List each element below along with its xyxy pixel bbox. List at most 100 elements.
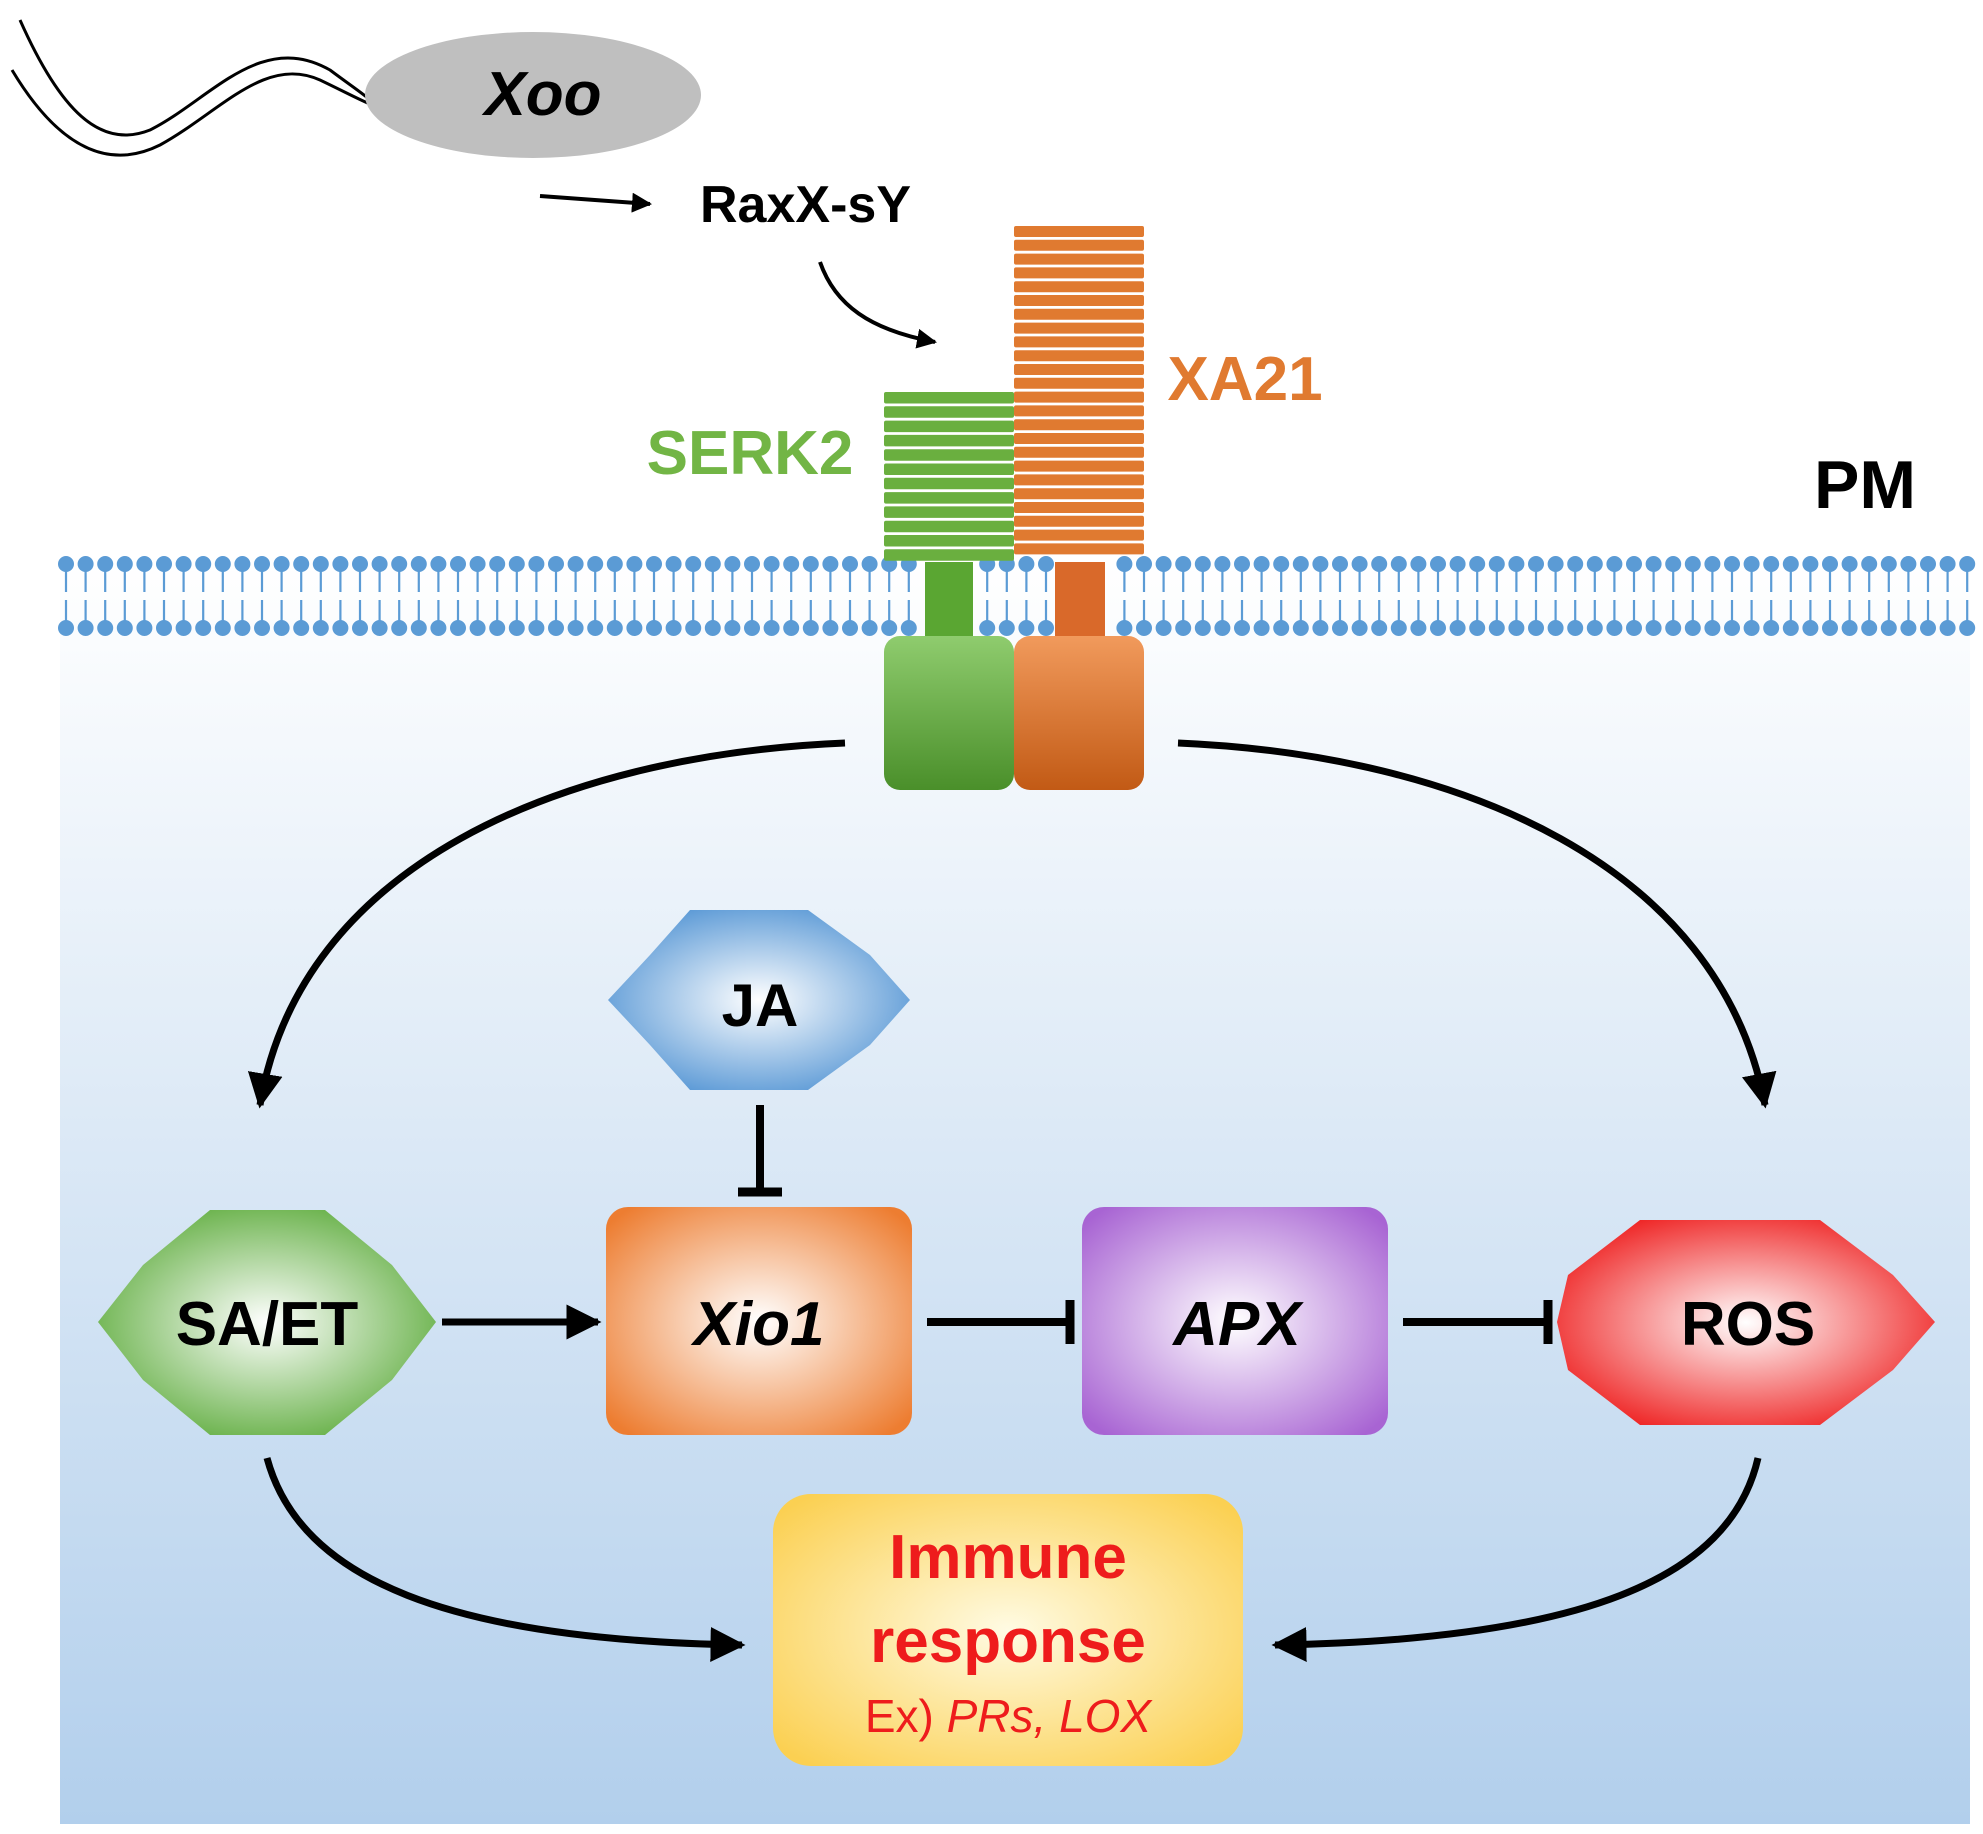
lipid-head-bottom [567, 620, 584, 636]
lipid-head-top [822, 556, 839, 572]
lipid-head-top [567, 556, 584, 572]
lipid-head-top [1743, 556, 1760, 572]
lipid-head-bottom [528, 620, 545, 636]
lipid-head-top [685, 556, 702, 572]
lipid-head-top [195, 556, 212, 572]
lipid-head-top [1626, 556, 1642, 572]
lipid-head-bottom [391, 620, 408, 636]
lipid-head-bottom [1234, 620, 1250, 636]
xa21-lrr-stripe [1014, 502, 1144, 513]
lipid-head-top [1351, 556, 1368, 572]
lipid-head-bottom [881, 620, 898, 636]
lipid-head-bottom [1312, 620, 1329, 636]
lipid-head-bottom [548, 620, 564, 636]
xa21-lrr-stripe [1014, 364, 1144, 375]
lipid-head-bottom [724, 620, 741, 636]
xa21-lrr-stripe [1014, 253, 1144, 265]
lipid-head-bottom [1743, 620, 1760, 636]
lipid-head-top [1155, 556, 1172, 572]
lipid-head-bottom [489, 620, 506, 636]
lipid-head-bottom [1214, 620, 1231, 636]
lipid-head-top [1822, 556, 1838, 572]
lipid-head-top [1038, 556, 1054, 572]
apx-node [1082, 1207, 1388, 1435]
immune-response-node [773, 1494, 1243, 1766]
lipid-head-bottom [1822, 620, 1838, 636]
flagellum-line-1 [18, 19, 372, 137]
lipid-head-top [1175, 556, 1192, 572]
xa21-lrr-stripe [1014, 336, 1144, 348]
serk2-lrr-stripe [884, 506, 1014, 518]
lipid-head-top [1273, 556, 1290, 572]
lipid-head-top [783, 556, 800, 572]
saet-label: SA/ET [176, 1290, 359, 1359]
lipid-head-top [1371, 556, 1388, 572]
lipid-head-top [450, 556, 466, 572]
lipid-head-top [1410, 556, 1427, 572]
lipid-head-top [1253, 556, 1270, 572]
serk2-extracellular-domain [884, 392, 1014, 561]
lipid-head-top [1900, 556, 1917, 572]
immune-examples-prefix: Ex) [865, 1690, 947, 1742]
lipid-head-bottom [606, 620, 623, 636]
lipid-head-top [508, 556, 525, 572]
lipid-head-top [1802, 556, 1819, 572]
secretion-arrow [539, 192, 652, 213]
lipid-head-bottom [822, 620, 839, 636]
xa21-lrr-stripe [1014, 295, 1144, 306]
lipid-head-top [1234, 556, 1250, 572]
lipid-head-top [410, 556, 427, 572]
lipid-head-top [391, 556, 408, 572]
lipid-head-top [234, 556, 251, 572]
serk2-label: SERK2 [647, 419, 854, 488]
lipid-head-bottom [175, 620, 192, 636]
serk2-lrr-stripe [884, 420, 1014, 433]
lipid-head-top [1528, 556, 1544, 572]
lipid-head-bottom [1469, 620, 1486, 636]
lipid-head-top [587, 556, 604, 572]
ja-label: JA [722, 972, 799, 1039]
lipid-head-top [1312, 556, 1329, 572]
lipid-head-bottom [685, 620, 702, 636]
xio1-node [606, 1207, 912, 1435]
lipid-head-bottom [136, 620, 153, 636]
lipid-head-top [1665, 556, 1682, 572]
xa21-kinase-domain [1014, 636, 1144, 790]
lipid-head-bottom [469, 620, 486, 636]
lipid-head-bottom [1920, 620, 1936, 636]
lipid-head-bottom [156, 620, 172, 636]
lipid-head-top [254, 556, 270, 572]
lipid-head-bottom [1371, 620, 1388, 636]
lipid-head-top [97, 556, 114, 572]
xa21-lrr-stripe [1014, 281, 1144, 293]
flagellum-line-2 [10, 69, 371, 157]
lipid-head-top [704, 556, 721, 572]
lipid-head-bottom [1645, 620, 1662, 636]
xa21-lrr-stripe [1014, 322, 1144, 334]
lipid-head-top [1782, 556, 1799, 572]
serk2-transmembrane-domain [925, 562, 973, 640]
lipid-head-top [1508, 556, 1525, 572]
serk2-lrr-stripe [884, 535, 1014, 547]
lipid-head-bottom [58, 620, 74, 636]
lipid-head-bottom [293, 620, 310, 636]
serk2-lrr-stripe [884, 392, 1014, 404]
xa21-lrr-stripe [1014, 377, 1144, 389]
serk2-lrr-stripe [884, 520, 1014, 533]
immune-examples-genes: PRs, LOX [947, 1690, 1154, 1742]
lipid-head-top [1704, 556, 1721, 572]
lipid-head-bottom [214, 620, 231, 636]
lipid-head-bottom [273, 620, 290, 636]
lipid-head-bottom [900, 620, 917, 636]
lipid-head-top [1880, 556, 1897, 572]
lipid-head-top [1136, 556, 1152, 572]
lipid-head-bottom [704, 620, 721, 636]
lipid-head-bottom [1273, 620, 1290, 636]
plasma-membrane [58, 556, 1976, 636]
xa21-lrr-stripe [1014, 267, 1144, 279]
ja-node [608, 910, 910, 1090]
xa21-lrr-stripe [1014, 226, 1144, 237]
lipid-head-bottom [998, 620, 1015, 636]
lipid-head-bottom [234, 620, 251, 636]
xa21-lrr-stripe [1014, 308, 1144, 320]
